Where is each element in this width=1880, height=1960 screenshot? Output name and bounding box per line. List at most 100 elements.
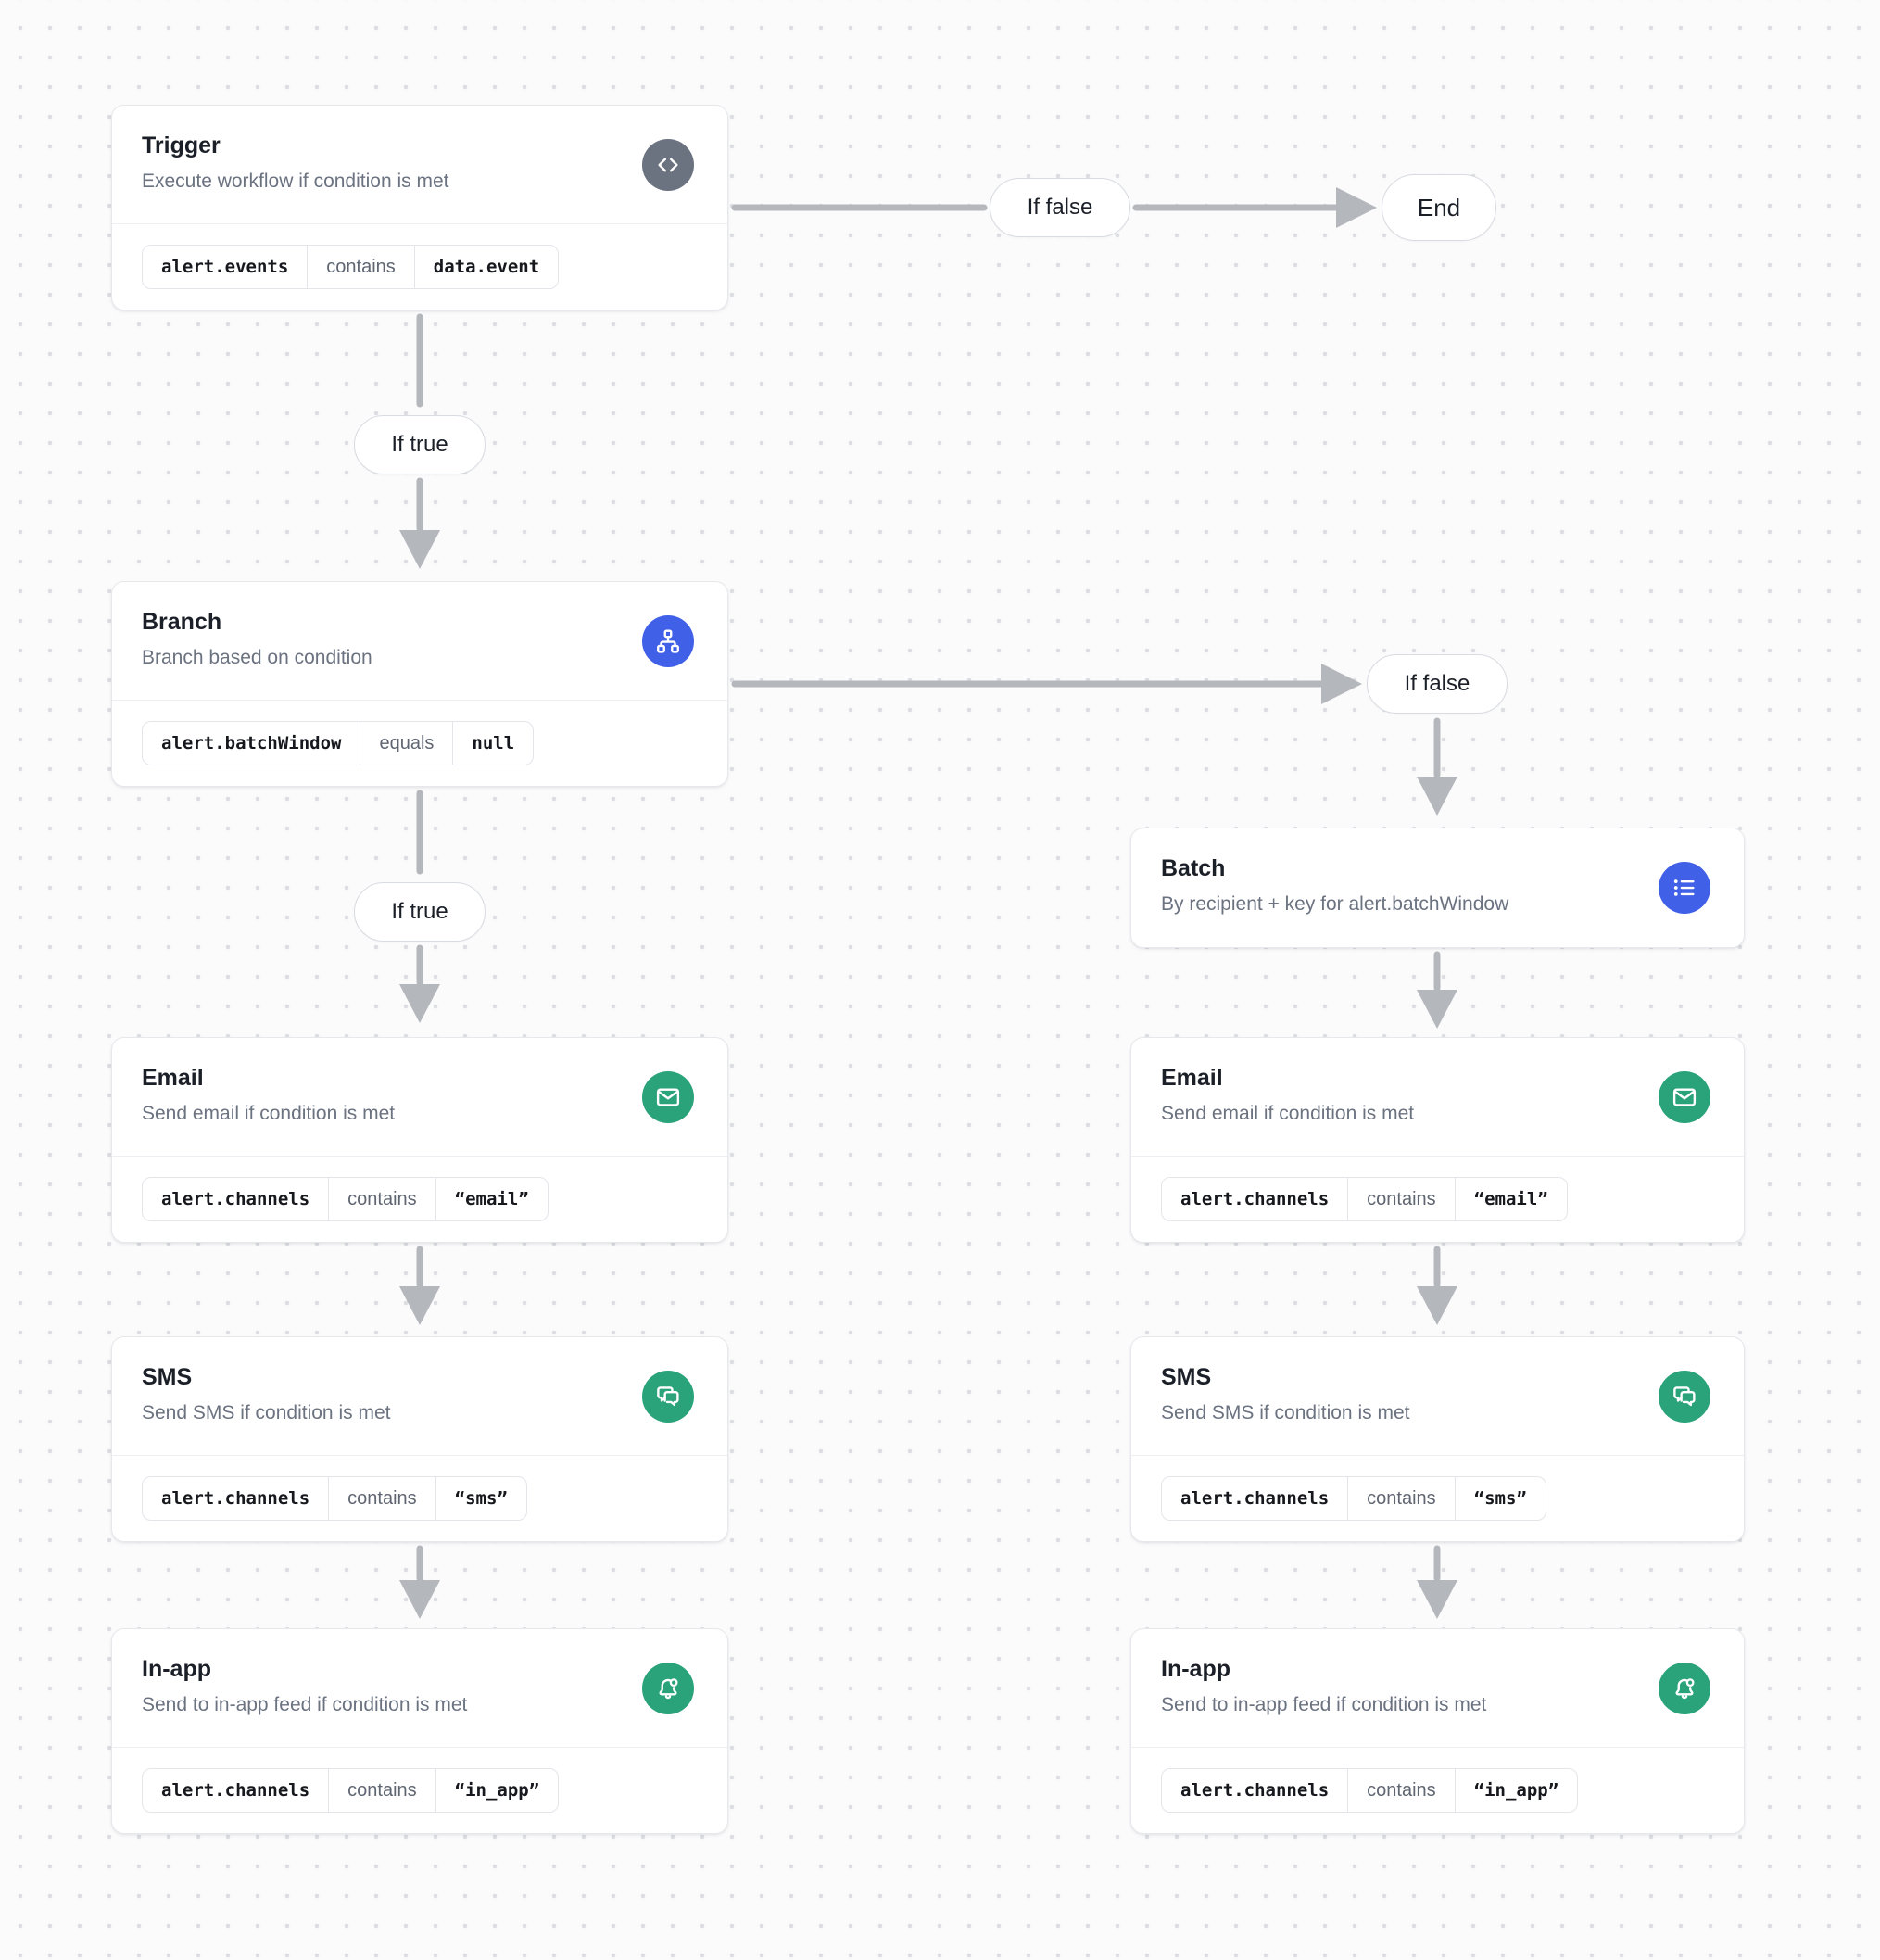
node-subtitle: Send SMS if condition is met: [142, 1402, 391, 1423]
sms-node-batch[interactable]: SMS Send SMS if condition is met alert.c…: [1130, 1336, 1745, 1542]
inapp-node-header: In-app Send to in-app feed if condition …: [1131, 1629, 1744, 1748]
email-node-batch[interactable]: Email Send email if condition is met ale…: [1130, 1037, 1745, 1243]
edge-batch-to-email-arrowhead: [1417, 990, 1457, 1029]
node-subtitle: Send to in-app feed if condition is met: [1161, 1694, 1487, 1715]
node-title: In-app: [1161, 1656, 1230, 1682]
node-subtitle: Send to in-app feed if condition is met: [142, 1694, 468, 1715]
condition-chip: alert.channels contains “email”: [1161, 1177, 1568, 1221]
node-subtitle: By recipient + key for alert.batchWindow: [1161, 893, 1509, 915]
branch-node[interactable]: Branch Branch based on condition alert.b…: [111, 581, 728, 787]
inapp-condition: alert.channels contains “in_app”: [1131, 1748, 1744, 1833]
condition-chip: alert.channels contains “email”: [142, 1177, 549, 1221]
edge-label-text: If true: [391, 899, 448, 924]
condition-field: alert.channels: [1180, 1189, 1330, 1209]
inapp-condition: alert.channels contains “in_app”: [112, 1748, 727, 1833]
trigger-node[interactable]: Trigger Execute workflow if condition is…: [111, 105, 728, 310]
end-node: End: [1382, 174, 1496, 241]
condition-field: alert.channels: [1180, 1488, 1330, 1509]
condition-chip: alert.events contains data.event: [142, 245, 560, 289]
edge-if-false-to-end-arrowhead: [1336, 187, 1377, 228]
chat-bubbles-icon: [642, 1371, 694, 1423]
edge-label-text: If false: [1027, 195, 1093, 220]
sms-condition: alert.channels contains “sms”: [1131, 1456, 1744, 1541]
trigger-node-header: Trigger Execute workflow if condition is…: [112, 106, 727, 224]
edge-if-true-to-branch-arrowhead: [399, 530, 440, 569]
edge-label-if-true-1: If true: [354, 415, 486, 474]
condition-chip: alert.channels contains “in_app”: [1161, 1768, 1579, 1813]
chat-bubbles-icon: [1659, 1371, 1710, 1423]
condition-value: “sms”: [435, 1477, 526, 1520]
email-node-header: Email Send email if condition is met: [1131, 1038, 1744, 1157]
condition-value: “email”: [1454, 1178, 1567, 1220]
condition-value: “in_app”: [435, 1769, 559, 1812]
edge-if-true-to-email-arrowhead: [399, 984, 440, 1023]
condition-value: null: [452, 722, 533, 765]
inapp-node-header: In-app Send to in-app feed if condition …: [112, 1629, 727, 1748]
condition-chip: alert.batchWindow equals null: [142, 721, 535, 765]
edge-label-if-true-2: If true: [354, 882, 486, 942]
node-title: Trigger: [142, 133, 221, 158]
condition-field: alert.batchWindow: [161, 733, 342, 753]
sms-node-header: SMS Send SMS if condition is met: [1131, 1337, 1744, 1456]
email-condition: alert.channels contains “email”: [1131, 1157, 1744, 1242]
bell-badge-icon: [642, 1663, 694, 1714]
edge-label-if-false-right: If false: [1367, 654, 1508, 714]
node-title: SMS: [1161, 1364, 1212, 1390]
condition-operator: contains: [1347, 1477, 1455, 1520]
sms-node-main[interactable]: SMS Send SMS if condition is met alert.c…: [111, 1336, 728, 1542]
edge-sms-to-inapp-main-arrowhead: [399, 1580, 440, 1619]
email-node-main[interactable]: Email Send email if condition is met ale…: [111, 1037, 728, 1243]
node-subtitle: Execute workflow if condition is met: [142, 171, 449, 192]
mail-icon: [642, 1071, 694, 1123]
bell-badge-icon: [1659, 1663, 1710, 1714]
condition-operator: contains: [328, 1178, 435, 1220]
hierarchy-icon: [642, 615, 694, 667]
batch-node[interactable]: Batch By recipient + key for alert.batch…: [1130, 828, 1745, 948]
branch-condition: alert.batchWindow equals null: [112, 701, 727, 786]
node-title: SMS: [142, 1364, 193, 1390]
inapp-node-main[interactable]: In-app Send to in-app feed if condition …: [111, 1628, 728, 1834]
condition-chip: alert.channels contains “sms”: [142, 1476, 527, 1521]
edge-email-to-sms-main-arrowhead: [399, 1286, 440, 1325]
end-label: End: [1417, 193, 1461, 221]
condition-operator: contains: [328, 1769, 435, 1812]
condition-operator: equals: [360, 722, 452, 765]
condition-value: “in_app”: [1454, 1769, 1578, 1812]
node-title: Branch: [142, 609, 222, 635]
email-node-header: Email Send email if condition is met: [112, 1038, 727, 1157]
node-title: Email: [142, 1065, 204, 1091]
edge-sms-to-inapp-batch-arrowhead: [1417, 1580, 1457, 1619]
code-icon: [642, 139, 694, 191]
condition-field: alert.events: [161, 257, 289, 277]
condition-operator: contains: [328, 1477, 435, 1520]
branch-node-header: Branch Branch based on condition: [112, 582, 727, 701]
edge-branch-to-if-false-arrowhead: [1321, 664, 1362, 704]
condition-field: alert.channels: [161, 1488, 310, 1509]
node-title: In-app: [142, 1656, 211, 1682]
node-title: Batch: [1161, 855, 1226, 881]
sms-node-header: SMS Send SMS if condition is met: [112, 1337, 727, 1456]
condition-field: alert.channels: [1180, 1780, 1330, 1801]
condition-chip: alert.channels contains “in_app”: [142, 1768, 560, 1813]
node-subtitle: Send email if condition is met: [142, 1103, 396, 1124]
condition-value: data.event: [413, 246, 558, 288]
condition-field: alert.channels: [161, 1189, 310, 1209]
edge-label-if-false-top: If false: [990, 178, 1130, 237]
node-title: Email: [1161, 1065, 1223, 1091]
edge-if-false-to-batch-arrowhead: [1417, 777, 1457, 816]
condition-operator: contains: [307, 246, 414, 288]
inapp-node-batch[interactable]: In-app Send to in-app feed if condition …: [1130, 1628, 1745, 1834]
node-subtitle: Send email if condition is met: [1161, 1103, 1415, 1124]
condition-value: “sms”: [1454, 1477, 1546, 1520]
edge-label-text: If true: [391, 432, 448, 457]
sms-condition: alert.channels contains “sms”: [112, 1456, 727, 1541]
node-subtitle: Branch based on condition: [142, 647, 372, 668]
mail-icon: [1659, 1071, 1710, 1123]
email-condition: alert.channels contains “email”: [112, 1157, 727, 1242]
list-icon: [1659, 862, 1710, 914]
condition-field: alert.channels: [161, 1780, 310, 1801]
edge-email-to-sms-batch-arrowhead: [1417, 1286, 1457, 1325]
condition-operator: contains: [1347, 1178, 1455, 1220]
batch-node-header: Batch By recipient + key for alert.batch…: [1131, 828, 1744, 947]
